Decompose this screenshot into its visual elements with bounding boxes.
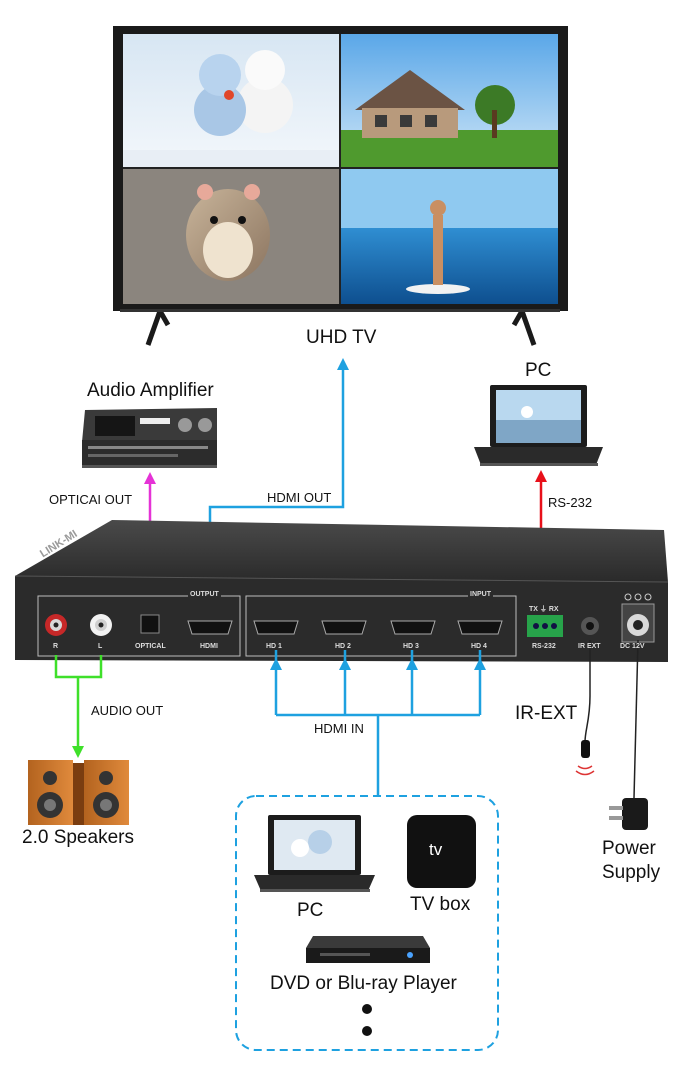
rs232-label: RS-232 [548, 495, 593, 510]
port-hdmi-label: HDMI [200, 643, 218, 650]
source-dvd-label: DVD or Blu-ray Player [270, 973, 457, 994]
tvbox-logo: tv [429, 840, 443, 859]
port-txrx-label: TX ⏚ RX [529, 606, 559, 613]
dvd-player-image [306, 936, 430, 963]
ir-ext-label: IR-EXT [515, 703, 578, 724]
tv-quadrant-snowman [123, 34, 339, 167]
more-sources-dot [362, 1004, 372, 1014]
tv-quadrant-hamster [123, 169, 339, 304]
port-rs232-label: RS-232 [532, 643, 556, 650]
output-group-box [37, 595, 241, 657]
port-hd1-label: HD 1 [266, 643, 282, 650]
optical-arrow [144, 472, 156, 484]
port-hd2-label: HD 2 [335, 643, 351, 650]
output-group-label: OUTPUT [188, 591, 221, 598]
tv-quadrant-house [341, 34, 558, 167]
hd1-port [253, 620, 299, 635]
port-irext-label: IR EXT [578, 643, 601, 650]
port-dc-label: DC 12V [620, 643, 645, 650]
more-sources-dot [362, 1026, 372, 1036]
hdmi-out-port [187, 620, 233, 635]
port-l-label: L [98, 643, 103, 650]
port-hd3-label: HD 3 [403, 643, 419, 650]
ir-receiver-image [575, 740, 595, 776]
hdmi-out-arrow [337, 358, 349, 370]
amplifier-image [82, 408, 217, 468]
source-pc-label: PC [297, 900, 324, 921]
power-adapter-image [609, 798, 648, 830]
audio-out-label: AUDIO OUT [91, 703, 164, 718]
input-group-box [245, 595, 517, 657]
pc-laptop-top-image [474, 385, 603, 466]
port-optical-label: OPTICAL [135, 643, 166, 650]
speakers-image [28, 760, 129, 825]
optical-out-label: OPTICAI OUT [49, 492, 133, 507]
tv-label: UHD TV [306, 327, 377, 348]
multiviewer-device [14, 520, 669, 662]
power-label-line1: Power [602, 838, 656, 859]
hd3-port [390, 620, 436, 635]
source-tvbox-label: TV box [410, 894, 471, 915]
tv-box-image [407, 815, 476, 888]
hdmi-out-label: HDMI OUT [267, 490, 332, 505]
source-pc-image [254, 815, 375, 892]
port-hd4-label: HD 4 [471, 643, 487, 650]
tv-stand-left [145, 309, 171, 346]
input-group-label: INPUT [468, 591, 493, 598]
amplifier-label: Audio Amplifier [87, 380, 214, 401]
hd4-port [457, 620, 503, 635]
rs232-arrow [535, 470, 547, 482]
tv-image [113, 26, 568, 346]
port-r-label: R [53, 643, 59, 650]
power-label-line2: Supply [602, 862, 661, 883]
tv-quadrant-surf [341, 169, 558, 304]
speakers-label: 2.0 Speakers [22, 827, 134, 848]
pc-top-label: PC [525, 360, 552, 381]
optical-port [140, 614, 160, 634]
hd2-port [321, 620, 367, 635]
tv-stand-right [511, 309, 537, 346]
hdmi-in-label: HDMI IN [314, 721, 364, 736]
sources-box [235, 795, 499, 1051]
audio-out-arrow [72, 746, 84, 758]
